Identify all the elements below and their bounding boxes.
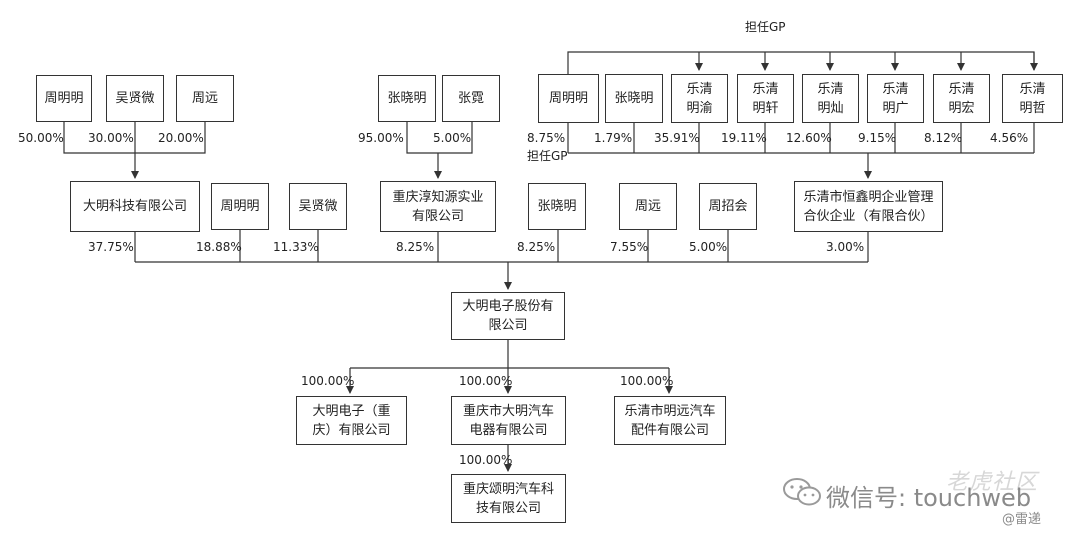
- pct-zhang-ni: 5.00%: [433, 131, 472, 145]
- watermark-wechat-id: 微信号: touchweb: [826, 484, 1032, 512]
- pct-chongqing-daming-qiche: 100.00%: [459, 374, 513, 388]
- node-zhou-yuan-mid: 周远: [619, 183, 677, 230]
- node-leqing-mingguang: 乐清 明广: [867, 74, 924, 123]
- pct-daming-keji: 37.75%: [88, 240, 134, 254]
- wechat-icon: [783, 478, 821, 506]
- pct-leqing-mingyu: 35.91%: [654, 131, 700, 145]
- node-leqing-mingxuan: 乐清 明轩: [737, 74, 794, 123]
- pct-zhang-xiaoming-gp: 1.79%: [594, 131, 633, 145]
- pct-leqing-mingguang: 9.15%: [858, 131, 897, 145]
- node-leqing-mingyuan-qiche: 乐清市明远汽车 配件有限公司: [614, 396, 726, 445]
- pct-leqing-mingzhe: 4.56%: [990, 131, 1029, 145]
- pct-zhou-mingming-gp: 8.75%: [527, 131, 566, 145]
- pct-wu-xianwei-top: 30.00%: [88, 131, 134, 145]
- node-wu-xianwei-mid: 吴贤微: [289, 183, 347, 230]
- node-zhou-mingming-top: 周明明: [36, 75, 92, 122]
- pct-zhou-mingming-mid: 18.88%: [196, 240, 242, 254]
- pct-leqing-mingyuan-qiche: 100.00%: [620, 374, 674, 388]
- pct-zhou-yuan-top: 20.00%: [158, 131, 204, 145]
- pct-wu-xianwei-mid: 11.33%: [273, 240, 319, 254]
- node-zhou-yuan-top: 周远: [176, 75, 234, 122]
- node-chongqing-chunzhiyuan: 重庆淳知源实业 有限公司: [380, 181, 496, 232]
- node-chongqing-daming-qiche: 重庆市大明汽车 电器有限公司: [451, 396, 566, 445]
- node-chongqing-songming: 重庆颂明汽车科 技有限公司: [451, 474, 566, 523]
- pct-chongqing-chunzhiyuan: 8.25%: [396, 240, 435, 254]
- node-zhang-xiaoming-gp: 张晓明: [605, 74, 663, 123]
- node-leqing-mingyu: 乐清 明渝: [671, 74, 728, 123]
- node-daming-keji: 大明科技有限公司: [70, 181, 200, 232]
- pct-chongqing-songming: 100.00%: [459, 453, 513, 467]
- pct-leqing-hengxinming: 3.00%: [826, 240, 865, 254]
- node-zhang-ni: 张霓: [442, 75, 500, 122]
- node-wu-xianwei-top: 吴贤微: [106, 75, 164, 122]
- node-zhou-mingming-gp: 周明明: [538, 74, 599, 123]
- pct-leqing-mingxuan: 19.11%: [721, 131, 767, 145]
- pct-zhou-yuan-mid: 7.55%: [610, 240, 649, 254]
- watermark-source: @雷递: [1002, 512, 1042, 527]
- pct-daming-chongqing: 100.00%: [301, 374, 355, 388]
- node-daming-chongqing: 大明电子（重 庆）有限公司: [296, 396, 407, 445]
- pct-zhou-zhaohui: 5.00%: [689, 240, 728, 254]
- pct-zhang-xiaoming-mid: 8.25%: [517, 240, 556, 254]
- node-leqing-mingzhe: 乐清 明哲: [1002, 74, 1063, 123]
- node-leqing-minghong: 乐清 明宏: [933, 74, 990, 123]
- pct-leqing-mingcan: 12.60%: [786, 131, 832, 145]
- pct-zhou-mingming-top: 50.00%: [18, 131, 64, 145]
- label-gp-top: 担任GP: [745, 20, 786, 34]
- node-zhou-zhaohui: 周招会: [699, 183, 757, 230]
- node-zhou-mingming-mid: 周明明: [211, 183, 269, 230]
- pct-leqing-minghong: 8.12%: [924, 131, 963, 145]
- node-daming-dianzi: 大明电子股份有 限公司: [451, 292, 565, 340]
- node-leqing-mingcan: 乐清 明灿: [802, 74, 859, 123]
- pct-zhang-xiaoming-top: 95.00%: [358, 131, 404, 145]
- node-zhang-xiaoming-top: 张晓明: [378, 75, 436, 122]
- node-leqing-hengxinming: 乐清市恒鑫明企业管理 合伙企业（有限合伙）: [794, 181, 943, 232]
- watermark-brand: 老虎社区: [946, 470, 1039, 495]
- node-zhang-xiaoming-mid: 张晓明: [528, 183, 586, 230]
- label-gp-mid: 担任GP: [527, 149, 568, 163]
